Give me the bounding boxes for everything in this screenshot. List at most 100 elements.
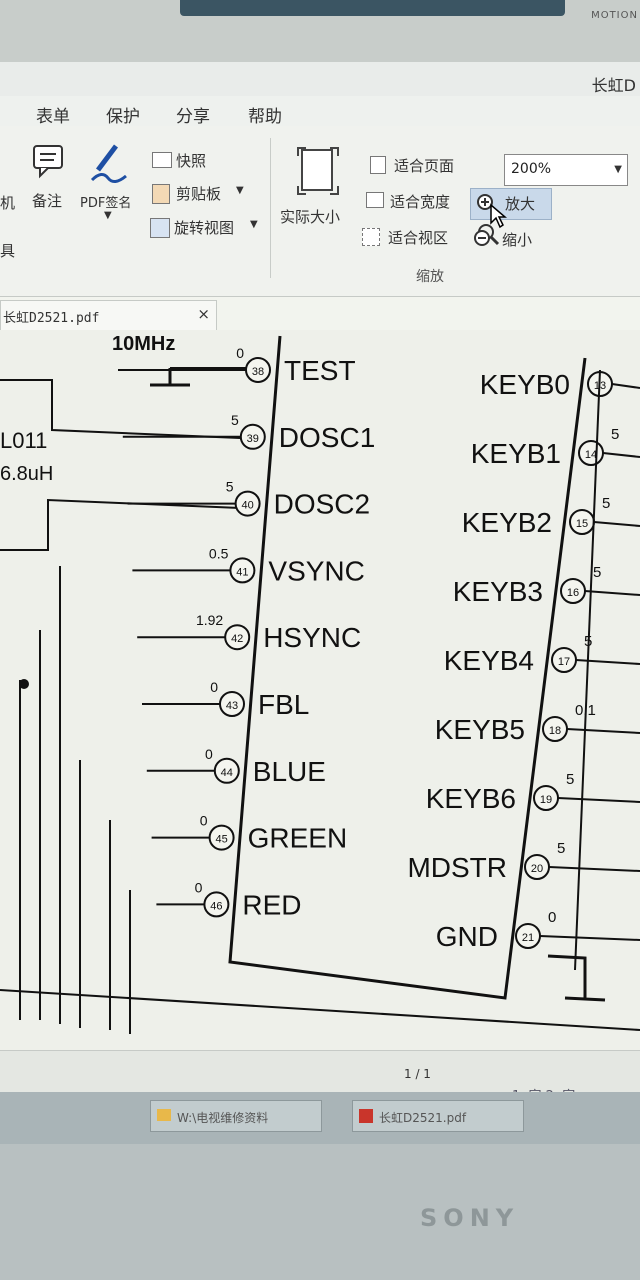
clipboard-label: 剪贴板 (176, 185, 222, 203)
zoom-level-select[interactable]: 200% ▼ (504, 154, 628, 186)
pin-number-circle (542, 716, 568, 742)
pin-number-circle (245, 357, 271, 383)
chevron-down-icon: ▼ (614, 164, 622, 175)
pin-voltage: 0 (200, 813, 208, 829)
pin-number-circle (224, 624, 251, 651)
pin-number: 41 (236, 566, 248, 578)
fit-view-button[interactable]: 适合视区 (358, 224, 468, 250)
pin-number-circle (219, 691, 245, 717)
pin-wire (602, 452, 640, 458)
pin-number: 14 (585, 449, 597, 461)
pin-name: KEYB6 (426, 783, 516, 814)
title-bar: 长虹D (0, 62, 640, 97)
left-bus-wires (19, 566, 131, 1034)
pin-voltage: 0 (210, 679, 218, 695)
pin-voltage: 0 (195, 879, 203, 895)
zoom-group-label: 缩放 (416, 269, 444, 285)
pin-wire (557, 797, 640, 803)
fit-page-icon (370, 156, 386, 174)
pin-wire (611, 383, 640, 389)
pin-name: FBL (258, 689, 309, 720)
ribbon-toolbar: 机 具 备注 PDF签名 ▼ 快照 (0, 126, 640, 297)
pin-number: 43 (226, 700, 238, 712)
menu-protect[interactable]: 保护 (106, 107, 140, 127)
pin-wire (593, 521, 640, 527)
comment-icon (33, 145, 63, 179)
fit-page-button[interactable]: 适合页面 (366, 152, 476, 178)
gnd-ground-symbol (547, 954, 606, 1002)
zoom-in-button[interactable]: 放大 (470, 188, 552, 229)
pin-voltage: 0.5 (209, 545, 229, 561)
pin-name: KEYB2 (462, 507, 552, 538)
fit-width-button[interactable]: 适合宽度 (362, 188, 472, 214)
rotate-view-button[interactable]: 旋转视图 ▼ (150, 214, 266, 240)
pdf-sign-dropdown-icon[interactable]: ▼ (104, 210, 112, 221)
pin-name: VSYNC (268, 555, 364, 586)
close-icon[interactable]: × (197, 305, 210, 323)
clipboard-dropdown-icon: ▼ (236, 185, 244, 196)
actual-size-button[interactable]: 实际大小 (280, 146, 352, 242)
pin-number-circle (533, 785, 559, 811)
pin-number: 21 (522, 932, 534, 944)
window-strip (180, 0, 565, 16)
menu-bar: 表单 保护 分享 帮助 (0, 96, 640, 127)
pin-number-circle (551, 647, 577, 673)
screen: 长虹D 表单 保护 分享 帮助 机 具 备注 PDF签名 ▼ (0, 62, 640, 1104)
menu-help[interactable]: 帮助 (248, 107, 282, 127)
pin-number: 39 (247, 433, 259, 445)
folder-icon (157, 1109, 171, 1121)
pin-number: 20 (531, 863, 543, 875)
pin-wire (548, 866, 640, 872)
zoom-in-label: 放大 (505, 195, 536, 213)
pin-number-circle (239, 423, 266, 450)
pin-wire (566, 728, 640, 734)
pin-voltage: 5 (602, 495, 610, 512)
pin-number: 16 (567, 587, 579, 599)
zoom-out-button[interactable]: 缩小 (472, 226, 552, 252)
fit-width-label: 适合宽度 (390, 193, 451, 211)
bezel-brand-top: MOTION (591, 10, 638, 21)
pin-voltage: 5 (593, 564, 601, 581)
monitor-bezel-top: MOTION (0, 0, 640, 62)
fit-view-icon (362, 228, 380, 246)
comment-button[interactable]: 备注 (28, 140, 72, 210)
zoom-out-label: 缩小 (502, 231, 533, 249)
taskbar-folder-button[interactable]: W:\电视维修资料 (150, 1100, 322, 1132)
junction-dot (19, 679, 29, 689)
zoom-in-icon (477, 194, 493, 210)
pin-name: HSYNC (263, 622, 361, 653)
snapshot-button[interactable]: 快照 (152, 148, 242, 172)
clipboard-button[interactable]: 剪贴板 ▼ (152, 180, 262, 206)
pin-number-circle (234, 490, 261, 517)
pin-wire (575, 659, 640, 665)
zoom-out-icon (474, 230, 490, 246)
bottom-wire (0, 989, 640, 1031)
menu-form[interactable]: 表单 (36, 107, 70, 127)
page-info: 1 / 1 (404, 1067, 431, 1081)
menu-share[interactable]: 分享 (176, 107, 210, 127)
pin-name: GND (436, 921, 498, 952)
ribbon-partial-group: 具 (0, 242, 16, 260)
left-pin-group: 380TEST395DOSC1405DOSC2410.5VSYNC421.92H… (118, 345, 375, 920)
fit-page-label: 适合页面 (394, 157, 455, 175)
document-tab[interactable]: 长虹D2521.pdf × (0, 300, 217, 331)
mouse-cursor-icon (490, 203, 507, 229)
pin-voltage: 0 (236, 345, 244, 361)
pin-voltage: 1.92 (196, 612, 223, 628)
pin-number: 40 (241, 500, 253, 512)
pin-name: MDSTR (407, 852, 507, 883)
pin-name: GREEN (248, 823, 348, 854)
rotate-view-label: 旋转视图 (174, 219, 235, 237)
ribbon-partial-label: 机 (0, 194, 16, 212)
pin-number-circle (203, 891, 230, 918)
pin-number: 19 (540, 794, 552, 806)
pdf-sign-button[interactable]: PDF签名 ▼ (80, 140, 144, 230)
pin-name: KEYB0 (480, 369, 570, 400)
ribbon-separator (270, 138, 271, 278)
taskbar-pdf-button[interactable]: 长虹D2521.pdf (352, 1100, 524, 1132)
rotate-dropdown-icon: ▼ (250, 219, 258, 230)
pin-voltage: 0 (205, 746, 213, 762)
taskbar: W:\电视维修资料 长虹D2521.pdf (0, 1092, 640, 1144)
document-tab-label: 长虹D2521.pdf (3, 311, 100, 326)
